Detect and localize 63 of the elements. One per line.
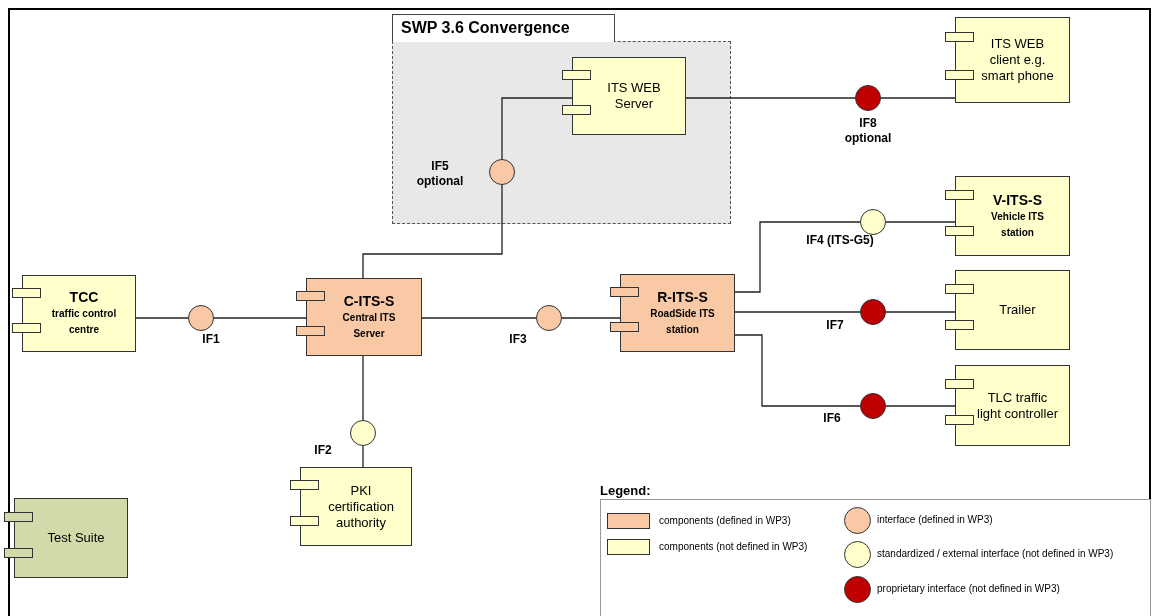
interface-label: IF1 <box>201 332 221 347</box>
interface-label: IF2 <box>313 443 333 458</box>
legend-text: components (defined in WP3) <box>659 515 791 527</box>
interface-label: IF3 <box>508 332 528 347</box>
connector-line <box>885 405 956 407</box>
connector-line <box>734 311 861 313</box>
component-title: V-ITS-S <box>993 191 1042 209</box>
legend-text: proprietary interface (not defined in WP3) <box>877 583 1060 595</box>
legend-text: standardized / external interface (not defined in WP3) <box>877 548 1114 560</box>
interface-circle <box>860 299 886 325</box>
component-box <box>945 365 1070 446</box>
legend-text: interface (defined in WP3) <box>877 514 993 526</box>
component-title: R-ITS-S <box>657 288 708 306</box>
component-box <box>4 498 128 578</box>
component-subtitle: traffic control centre <box>50 307 118 337</box>
interface-label: IF5 optional <box>415 159 465 189</box>
component-title: TCC <box>69 289 99 306</box>
connector-line <box>362 355 364 421</box>
component-box <box>12 275 136 352</box>
connector-line <box>362 445 364 468</box>
group-title: SWP 3.6 Convergence <box>392 14 615 42</box>
component-box <box>290 467 412 546</box>
component-label: PKI certification authority <box>327 482 395 531</box>
interface-label: IF7 <box>825 318 845 333</box>
component-subtitle: Central ITS Server <box>341 310 397 341</box>
connector-line <box>734 334 861 407</box>
component-label: Trailer <box>999 302 1036 318</box>
connector-line <box>561 317 621 319</box>
interface-label: IF6 <box>822 411 842 426</box>
connector-line <box>362 184 503 279</box>
connector-line <box>734 221 861 293</box>
component-label: TLC traffic light controller <box>976 389 1059 422</box>
interface-circle <box>855 85 881 111</box>
connector-line <box>213 317 307 319</box>
interface-label: IF4 (ITS-G5) <box>805 233 875 248</box>
component-label: Test Suite <box>47 530 105 546</box>
connector-line <box>421 317 537 319</box>
connector-line <box>685 97 856 99</box>
interface-label: IF8 optional <box>843 116 893 146</box>
component-box <box>562 57 686 135</box>
interface-circle <box>188 305 214 331</box>
connector-line <box>501 97 573 160</box>
interface-circle <box>489 159 515 185</box>
component-title: C-ITS-S <box>343 292 395 310</box>
component-box <box>296 278 422 356</box>
interface-circle <box>350 420 376 446</box>
connector-line <box>885 221 956 223</box>
connector-line <box>135 317 189 319</box>
component-box <box>945 176 1070 256</box>
connector-line <box>880 97 956 99</box>
legend-title: Legend: <box>600 483 651 498</box>
component-subtitle: RoadSide ITS station <box>649 306 716 337</box>
component-label: ITS WEB Server <box>606 80 662 112</box>
connector-line <box>885 311 956 313</box>
component-box <box>945 270 1070 350</box>
component-label: ITS WEB client e.g. smart phone <box>980 36 1055 84</box>
interface-circle <box>536 305 562 331</box>
interface-circle <box>860 209 886 235</box>
component-box <box>610 274 735 352</box>
interface-circle <box>860 393 886 419</box>
component-subtitle: Vehicle ITS station <box>990 209 1045 240</box>
component-box <box>945 17 1070 103</box>
legend-text: components (not defined in WP3) <box>659 541 808 553</box>
